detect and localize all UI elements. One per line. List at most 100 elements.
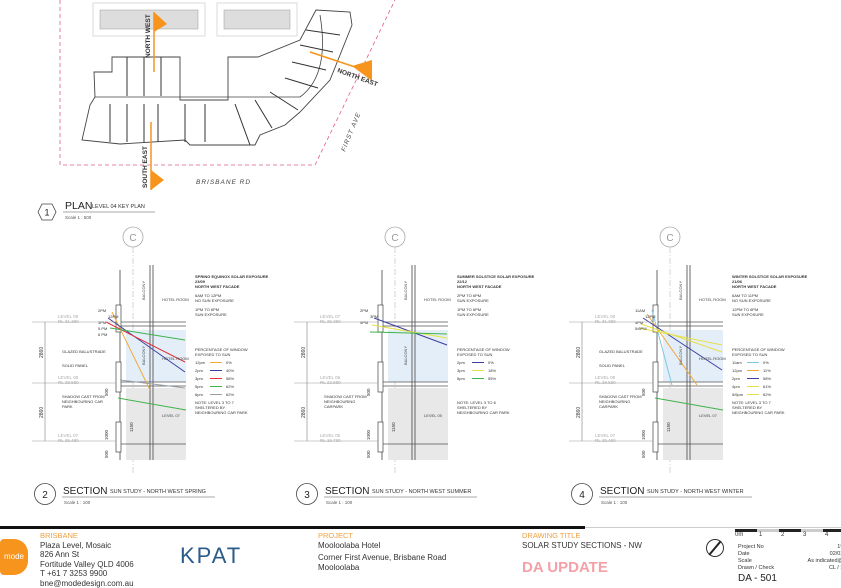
- exposure-heading: WINTER SOLSTICE SOLAR EXPOSURE: [732, 274, 808, 279]
- legend-percent: 0%: [763, 360, 769, 365]
- level-rl: RL 25.480: [595, 438, 616, 443]
- exposure-heading: SUMMER SOLSTICE SOLAR EXPOSURE: [457, 274, 535, 279]
- level-rl: RL 31.380: [58, 319, 79, 324]
- section-scale: Scale 1 : 100: [64, 500, 91, 505]
- level-rl: RL 25.480: [58, 438, 79, 443]
- dimension: 2860: [576, 407, 582, 418]
- balustrade: [378, 422, 383, 452]
- north-point-icon: [706, 539, 724, 557]
- balustrade: [653, 362, 658, 392]
- legend-time: 12pm: [195, 360, 206, 365]
- exposure-period: NO SUN EXPOSURE: [732, 298, 771, 303]
- dimension: 1150: [129, 422, 134, 432]
- legend-time: 3pm: [457, 368, 465, 373]
- plan-title: PLAN: [65, 200, 92, 212]
- arrow-label-south-east: SOUTH EAST: [142, 146, 149, 188]
- section-title: SECTION: [63, 486, 107, 497]
- legend-percent: 11%: [763, 368, 771, 373]
- balustrade: [653, 422, 658, 452]
- sun-time-label: 2PM: [360, 308, 368, 313]
- room-label: HOTEL ROOM: [424, 297, 451, 302]
- dimension: 1150: [666, 422, 671, 432]
- shaded-zone: [663, 388, 723, 460]
- section-subtitle: SUN STUDY - NORTH WEST WINTER: [647, 489, 744, 495]
- room-label: BALCONY: [678, 281, 683, 300]
- exposure-heading: NORTH WEST FACADE: [195, 284, 240, 289]
- legend-percent: 58%: [226, 376, 234, 381]
- annotation: CARPARK: [599, 404, 618, 409]
- legend-item: 11am 0%: [732, 360, 769, 365]
- shaded-zone: [388, 388, 448, 460]
- legend-title: EXPOSED TO SUN: [457, 352, 493, 357]
- plan-subtitle: LEVEL 04 KEY PLAN: [92, 204, 145, 210]
- level-rl: RL 25.380: [320, 319, 341, 324]
- room-label: HOTEL ROOM: [699, 297, 726, 302]
- legend-time: 11am: [732, 360, 742, 365]
- scale-bar: 0m 1 2 3 4: [735, 529, 841, 540]
- da-update-stamp: DA UPDATE: [522, 559, 608, 576]
- drawing-title: SOLAR STUDY SECTIONS - NW: [522, 541, 642, 551]
- legend-item: 12pm 0%: [195, 360, 232, 365]
- room-label: BALCONY: [141, 281, 146, 300]
- meta-label: Project No: [738, 544, 764, 551]
- meta-value: 19/0: [837, 544, 841, 551]
- balustrade: [378, 305, 383, 332]
- exposure-period: SUN EXPOSURE: [195, 312, 227, 317]
- dimension: 1000: [366, 429, 371, 440]
- project-address: Corner First Avenue, Brisbane Road: [318, 553, 446, 563]
- room-label: LEVEL 07: [699, 413, 718, 418]
- dimension: 1000: [104, 429, 109, 440]
- glazing-zone: [388, 330, 448, 382]
- legend-time: 5pm: [457, 376, 465, 381]
- dimension: 500: [366, 388, 371, 396]
- meta-row: Project No 19/0: [738, 544, 841, 551]
- legend-time: 2pm: [457, 360, 465, 365]
- annotation: GLAZED BALUSTRADE: [62, 349, 106, 354]
- room-label: BALCONY: [403, 346, 408, 365]
- meta-label: Date: [738, 551, 750, 558]
- note: NEIGHBOURING CAR PARK: [457, 410, 510, 415]
- legend-time: 5/6pm: [732, 392, 744, 397]
- legend-time: 2pm: [732, 376, 740, 381]
- exposure-period: SUN EXPOSURE: [457, 312, 489, 317]
- note: NEIGHBOURING CAR PARK: [195, 410, 248, 415]
- arrow-label-north-east: NORTH EAST: [336, 67, 378, 88]
- scale-tick: 3: [803, 532, 806, 538]
- arrow-label-north-west: NORTH WEST: [145, 14, 152, 58]
- dimension: 1150: [391, 422, 396, 432]
- annotation: SOLID PANEL: [599, 363, 626, 368]
- sun-time-label: 5/6PM: [635, 326, 647, 331]
- section-scale: Scale 1 : 100: [601, 500, 628, 505]
- meta-value: CL / SH: [829, 565, 841, 572]
- legend-percent: 0%: [226, 360, 232, 365]
- legend-percent: 62%: [763, 392, 771, 397]
- dimension: 2860: [39, 347, 45, 358]
- room-label: BALCONY: [141, 346, 146, 365]
- section-subtitle: SUN STUDY - NORTH WEST SUMMER: [372, 489, 471, 495]
- scale-tick: 1: [759, 532, 762, 538]
- meta-label: Scale: [738, 558, 752, 565]
- exposure-heading: NORTH WEST FACADE: [732, 284, 777, 289]
- sun-time-label: 3PM: [370, 314, 378, 319]
- section-number: 4: [579, 490, 585, 501]
- room-label: HOTEL ROOM: [162, 297, 189, 302]
- annotation: PARK: [62, 404, 73, 409]
- project-name: Mooloolaba Hotel: [318, 541, 446, 551]
- level-rl: RL 28.580: [595, 380, 616, 385]
- dimension: 2860: [39, 407, 45, 418]
- kpat-logo: KPAT: [180, 543, 242, 569]
- sheet-number: DA - 501: [738, 573, 777, 584]
- dimension: 2860: [576, 347, 582, 358]
- grid-label: C: [391, 233, 398, 244]
- level-rl: RL 19.780: [320, 438, 341, 443]
- sun-time-label: 12PM: [645, 314, 655, 319]
